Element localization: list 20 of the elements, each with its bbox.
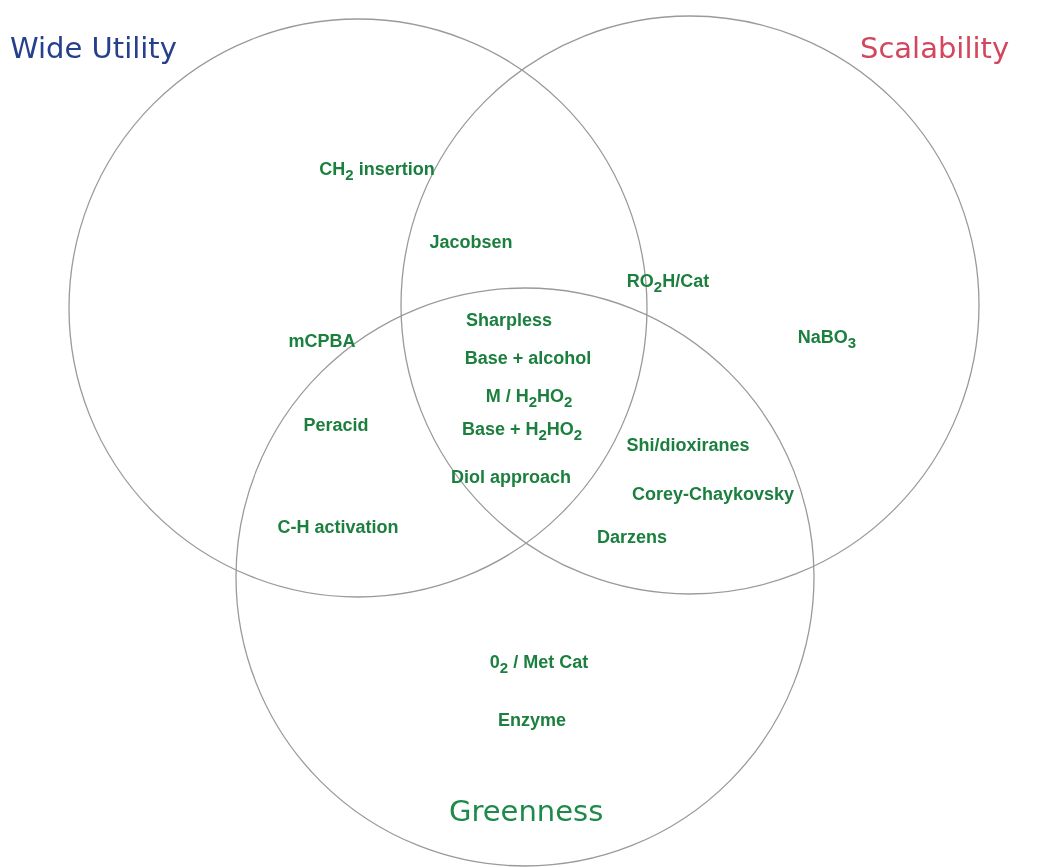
method-label: CH$_{2}$ insertion <box>319 160 435 184</box>
method-label: Darzens <box>597 528 667 548</box>
method-label: Peracid <box>303 416 369 436</box>
method-label: Base + H$_{2}$HO$_{2}$ <box>461 420 583 444</box>
method-label: Corey-Chaykovsky <box>631 485 795 505</box>
method-label: Shi/dioxiranes <box>626 436 750 456</box>
method-label: NaBO$_{3}$ <box>797 328 857 352</box>
method-label: C-H activation <box>277 518 399 538</box>
set-title: Greenness <box>449 797 604 826</box>
method-label: Base + alcohol <box>464 349 592 369</box>
method-label: Enzyme <box>498 711 566 731</box>
set-title: Scalability <box>860 34 1010 63</box>
method-label: Jacobsen <box>429 233 513 253</box>
method-label: mCPBA <box>288 332 356 352</box>
method-label: M / H$_{2}$HO$_{2}$ <box>485 387 573 411</box>
method-label: 0$_{2}$ / Met Cat <box>489 653 589 677</box>
method-label: RO$_{2}$H/Cat <box>626 272 710 296</box>
method-label: Sharpless <box>466 311 552 331</box>
method-label: Diol approach <box>451 468 571 488</box>
set-title: Wide Utility <box>10 34 177 63</box>
